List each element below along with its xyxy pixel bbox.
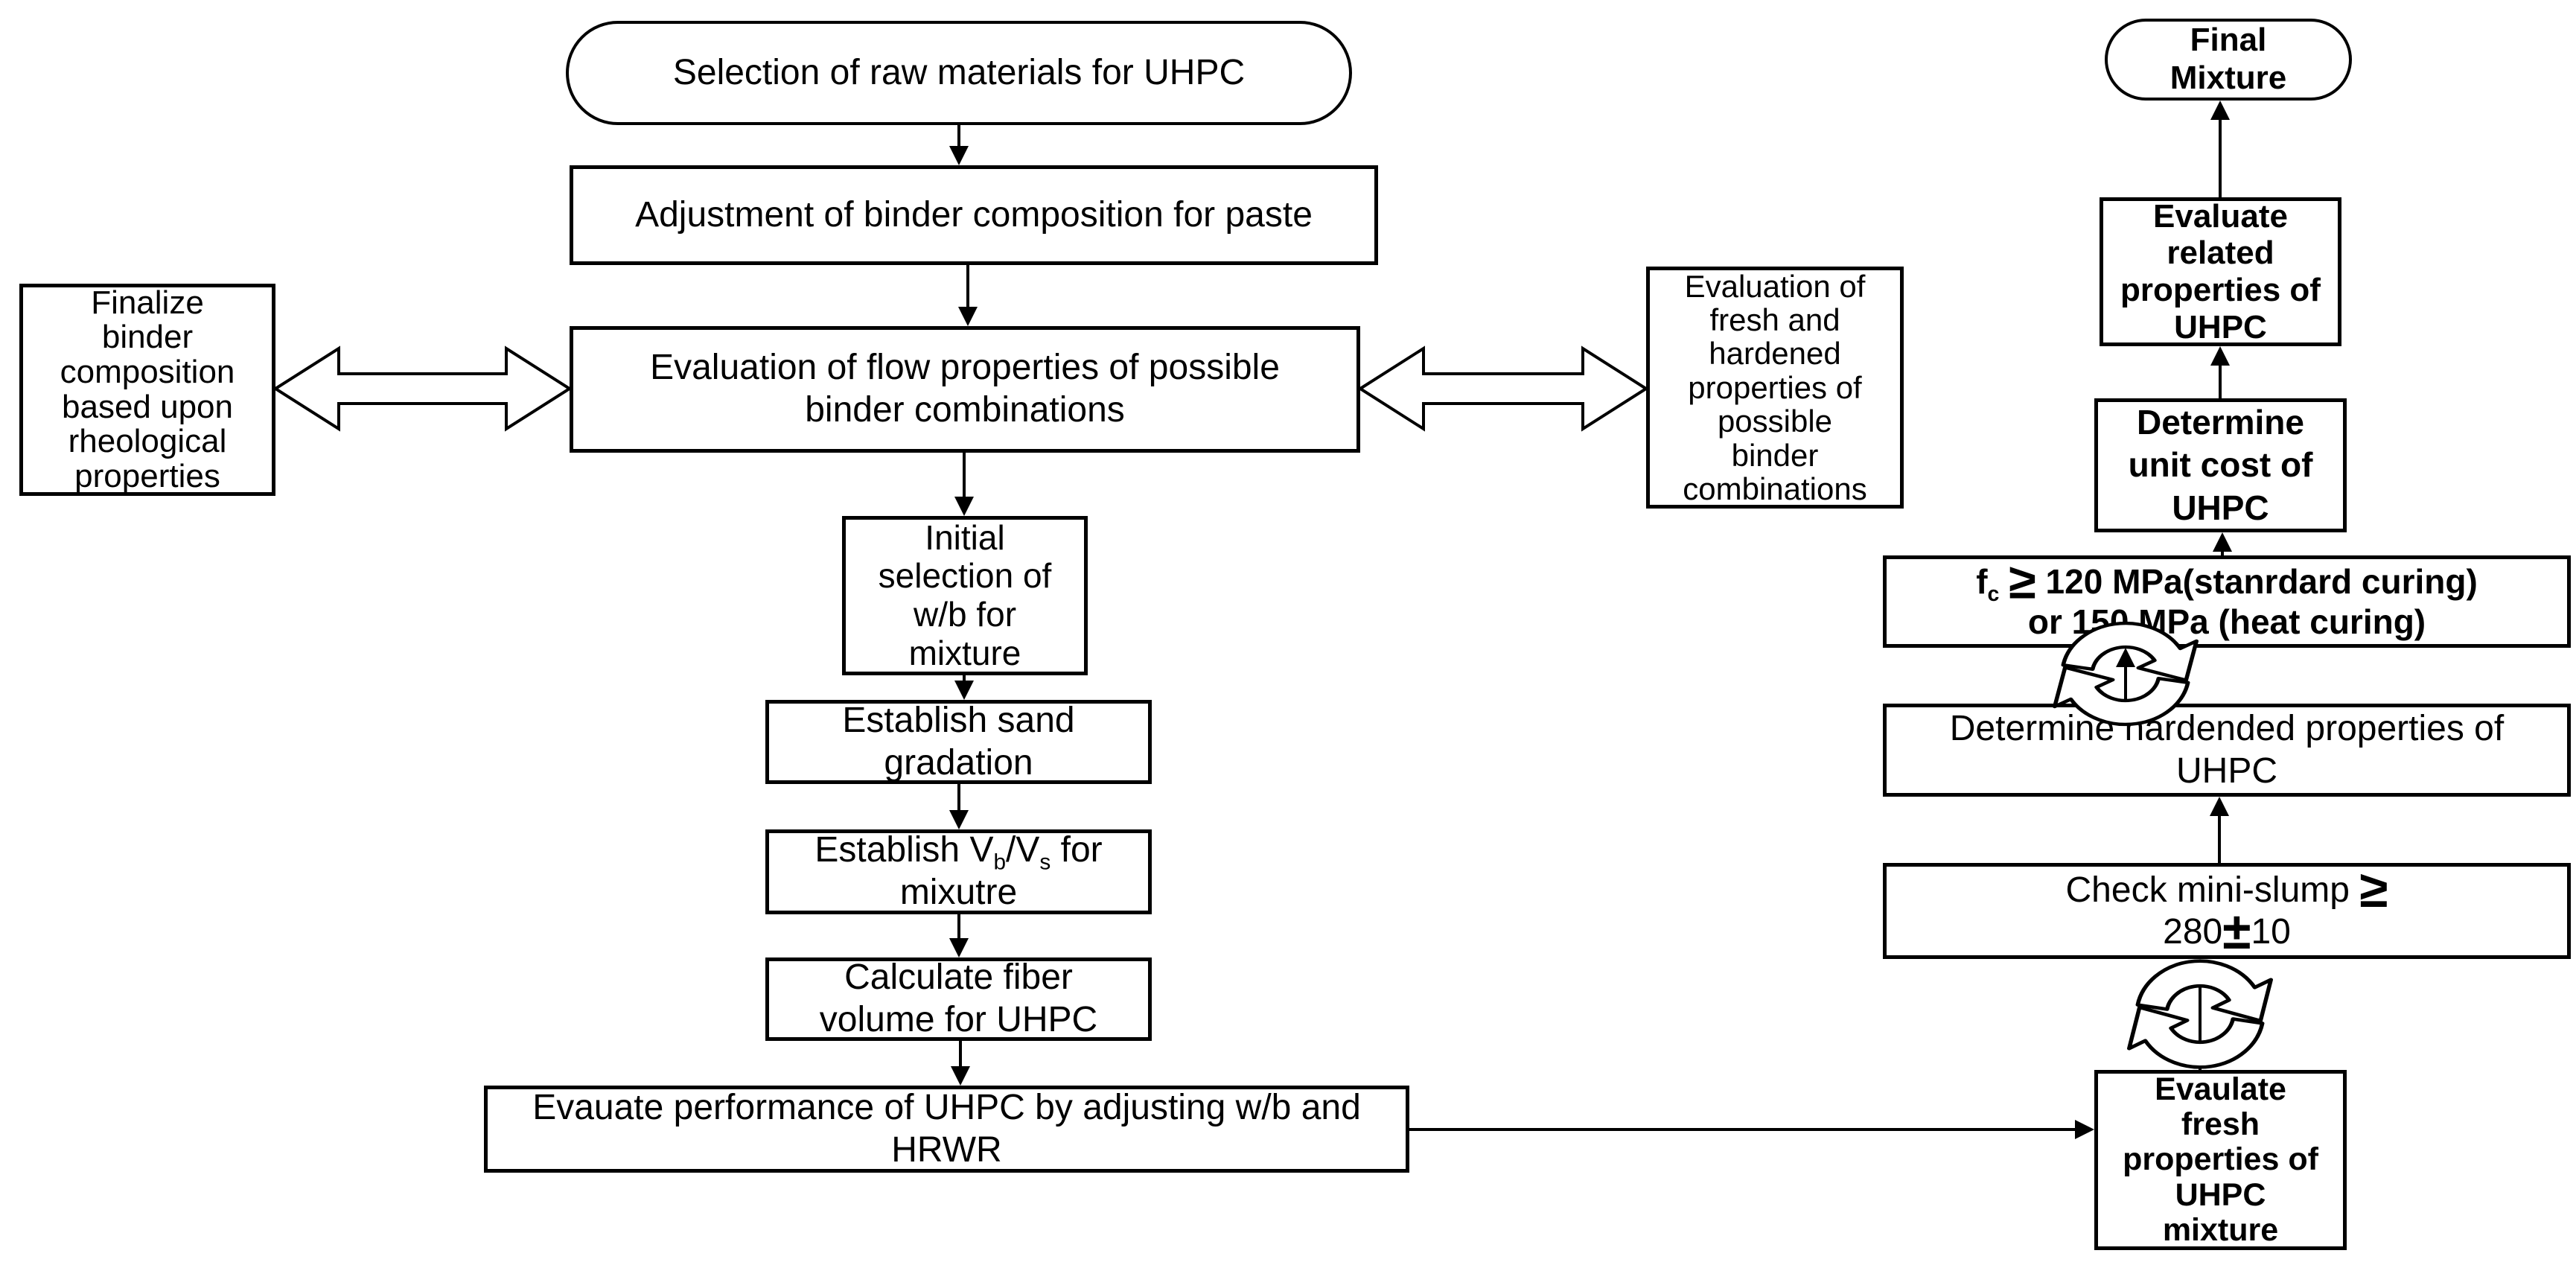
arrowhead <box>2210 797 2229 816</box>
double-arrow-icon <box>272 345 573 432</box>
arrowhead <box>954 497 974 516</box>
arrowhead <box>2075 1120 2094 1139</box>
node-flow-properties-evaluation: Evaluation of flow properties of possibl… <box>570 326 1360 453</box>
arrowhead <box>951 1066 970 1086</box>
node-check-mini-slump: Check mini-slump ≥280±10 <box>1883 863 2571 959</box>
arrowhead <box>958 307 978 326</box>
arrowhead <box>2190 959 2210 978</box>
arrowhead <box>2210 346 2230 366</box>
double-arrow-icon <box>1357 345 1649 432</box>
arrowhead <box>2210 101 2230 120</box>
node-fc-strength-check: fc ≥ 120 MPa(stanrdard curing)or 150 MPa… <box>1883 555 2571 648</box>
arrowhead <box>2213 532 2232 552</box>
arrowhead <box>949 810 969 829</box>
node-adjustment-binder-composition: Adjustment of binder composition for pas… <box>570 165 1378 265</box>
terminal-selection-raw-materials: Selection of raw materials for UHPC <box>566 21 1352 125</box>
arrowhead <box>2116 648 2135 667</box>
arrowhead <box>949 938 969 957</box>
arrowhead <box>954 681 974 700</box>
cycle-arrows-icon <box>2127 959 2273 1069</box>
arrowhead <box>949 146 969 165</box>
node-evaluate-performance: Evauate performance of UHPC by adjusting… <box>484 1086 1409 1173</box>
